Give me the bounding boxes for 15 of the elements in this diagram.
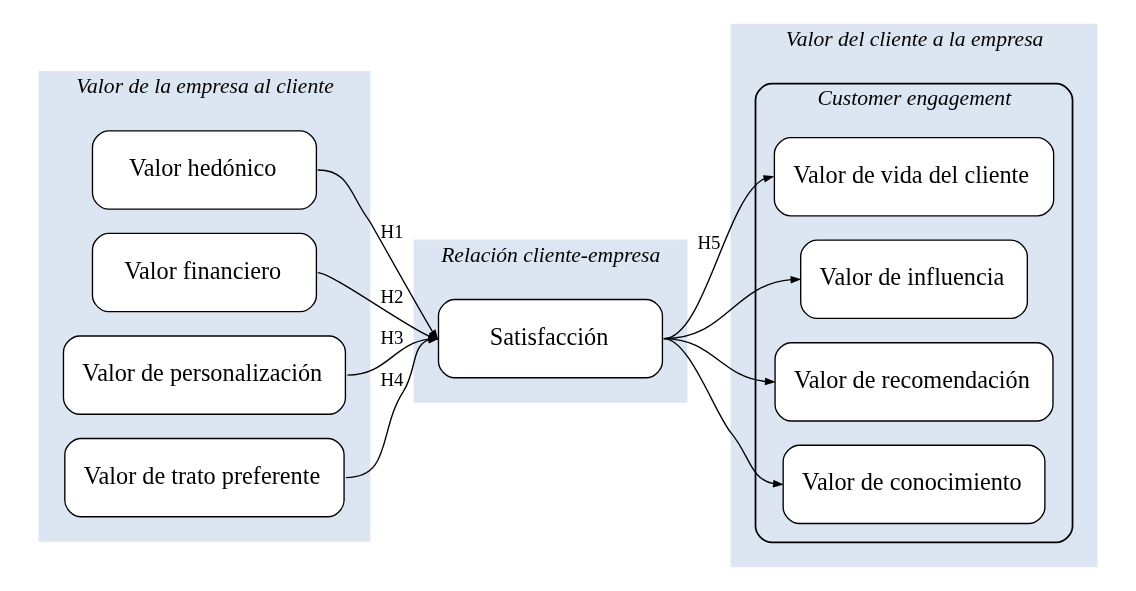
node-box: Valor de conocimiento <box>782 444 1046 525</box>
edge-label: H4 <box>380 369 404 391</box>
arrow <box>663 338 784 488</box>
edge-label: H3 <box>380 327 404 349</box>
node-box: Valor de trato preferente <box>64 437 345 518</box>
edge-label: H1 <box>380 220 404 242</box>
node-box: Valor de influencia <box>800 239 1028 320</box>
edge-label: H5 <box>697 231 721 253</box>
edge-label: H2 <box>380 285 404 307</box>
node-box: Valor de personalización <box>62 335 347 415</box>
node-box: Valor de vida del cliente <box>773 137 1055 217</box>
node-box: Satisfacción <box>437 298 664 379</box>
node-box: Valor financiero <box>91 232 318 313</box>
node-box: Valor hedónico <box>91 130 318 210</box>
node-box: Valor de recomendación <box>774 342 1054 422</box>
